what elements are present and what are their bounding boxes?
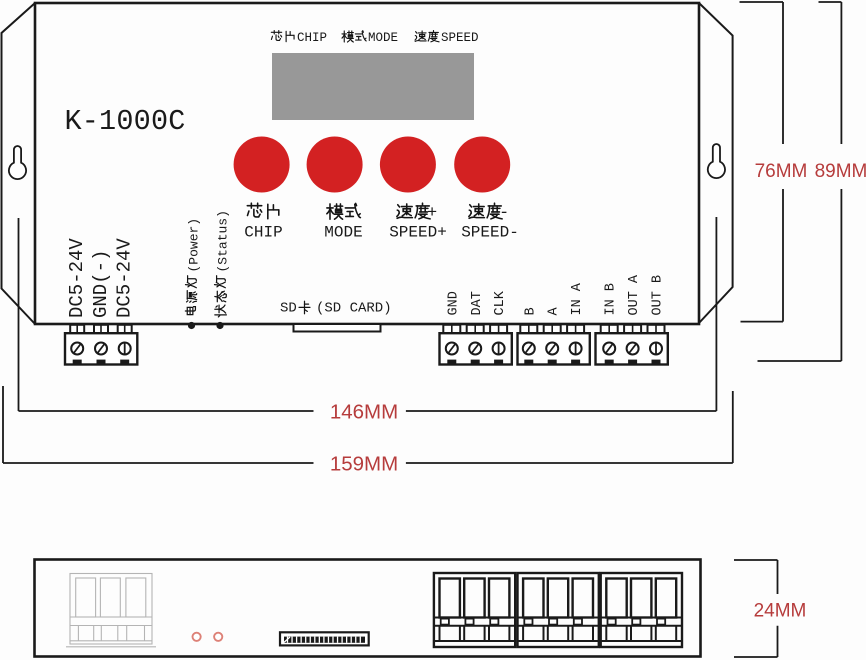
svg-text:(Power): (Power) (187, 218, 202, 273)
svg-text:GND(-): GND(-) (90, 250, 112, 318)
svg-text:(Status): (Status) (216, 210, 231, 272)
svg-text:SPEED: SPEED (441, 31, 479, 45)
svg-text:CHIP: CHIP (297, 31, 327, 45)
svg-text:-: - (499, 204, 509, 223)
svg-text:159MM: 159MM (330, 453, 398, 476)
svg-text:DC5-24V: DC5-24V (114, 238, 136, 318)
svg-text:OUT A: OUT A (627, 274, 642, 315)
svg-text:GND: GND (447, 291, 462, 315)
svg-text:IN B: IN B (604, 283, 619, 315)
svg-text:IN A: IN A (570, 282, 585, 315)
svg-text:K-1000C: K-1000C (64, 105, 185, 138)
svg-text:146MM: 146MM (330, 401, 398, 424)
svg-text:CLK: CLK (493, 290, 508, 315)
svg-text:(SD CARD): (SD CARD) (316, 301, 392, 317)
svg-text:MODE: MODE (324, 224, 362, 242)
svg-text:OUT B: OUT B (651, 275, 666, 316)
svg-text:SPEED-: SPEED- (461, 224, 519, 242)
svg-text:+: + (427, 204, 437, 223)
svg-text:A: A (547, 307, 562, 316)
svg-text:CHIP: CHIP (244, 224, 282, 242)
svg-text:B: B (523, 307, 538, 315)
svg-text:24MM: 24MM (754, 601, 807, 622)
svg-text:76MM: 76MM (755, 161, 808, 182)
svg-text:SPEED+: SPEED+ (389, 224, 447, 242)
svg-text:DAT: DAT (470, 291, 485, 315)
svg-text:MODE: MODE (368, 31, 398, 45)
svg-text:89MM: 89MM (815, 161, 866, 182)
svg-text:DC5-24V: DC5-24V (66, 238, 88, 318)
svg-text:SD: SD (280, 301, 297, 317)
